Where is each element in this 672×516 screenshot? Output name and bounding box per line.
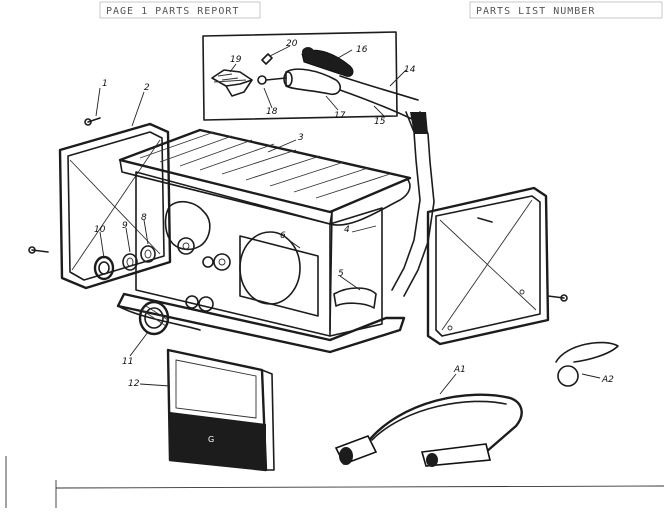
header-left: PAGE 1 PARTS REPORT — [99, 1, 261, 19]
boot-part-17 — [283, 68, 342, 96]
header-right-text: PARTS LIST NUMBER — [476, 6, 595, 17]
callout-16: 16 — [356, 45, 368, 55]
callout-a1: A1 — [453, 365, 466, 375]
callout-10: 10 — [94, 225, 106, 235]
callout-labels: 1 2 3 4 5 6 8 9 10 11 12 14 15 16 17 18 … — [94, 39, 614, 389]
meter-part-12: G — [166, 348, 275, 472]
callout-19: 19 — [230, 55, 242, 65]
callout-1: 1 — [102, 79, 108, 89]
bottom-border — [5, 456, 665, 508]
terminal-part-18 — [257, 75, 287, 85]
washer-part-8 — [140, 245, 156, 263]
left-screw — [28, 246, 49, 254]
callout-11: 11 — [122, 357, 133, 367]
bushing-part-10 — [93, 255, 115, 281]
callout-14: 14 — [404, 65, 416, 75]
callout-3: 3 — [298, 133, 304, 143]
panel-part-6 — [164, 200, 319, 317]
test-lead-a1 — [334, 393, 523, 467]
callout-20: 20 — [286, 39, 298, 49]
callout-8: 8 — [141, 213, 147, 223]
clip-part-19 — [211, 69, 253, 97]
end-cap-part-2 — [58, 122, 172, 290]
leader-lines — [95, 45, 601, 395]
grommet-part-5 — [333, 287, 377, 309]
meter-face-text: G — [208, 435, 214, 444]
callout-6: 6 — [280, 231, 286, 241]
clip-a2 — [555, 341, 619, 387]
clip-inset-box — [202, 31, 419, 123]
header-right: PARTS LIST NUMBER — [469, 1, 663, 19]
boot-part-16 — [301, 47, 354, 77]
housing-part-3 — [116, 128, 412, 354]
nut-part-9 — [122, 253, 138, 271]
callout-5: 5 — [338, 269, 344, 279]
callout-12: 12 — [128, 379, 140, 389]
callout-15: 15 — [374, 117, 386, 127]
header-left-text: PAGE 1 PARTS REPORT — [106, 6, 239, 17]
end-cap-part-4 — [426, 186, 550, 346]
screw-part-20 — [261, 53, 273, 65]
callout-a2: A2 — [601, 375, 614, 385]
cord-part-14 — [391, 111, 435, 297]
knob-part-11 — [138, 300, 170, 336]
callout-2: 2 — [144, 83, 150, 93]
callout-4: 4 — [344, 225, 350, 235]
screw-part-1 — [84, 117, 101, 126]
right-screw — [547, 294, 568, 302]
callout-9: 9 — [122, 221, 128, 231]
callout-17: 17 — [334, 111, 346, 121]
callout-18: 18 — [266, 107, 278, 117]
